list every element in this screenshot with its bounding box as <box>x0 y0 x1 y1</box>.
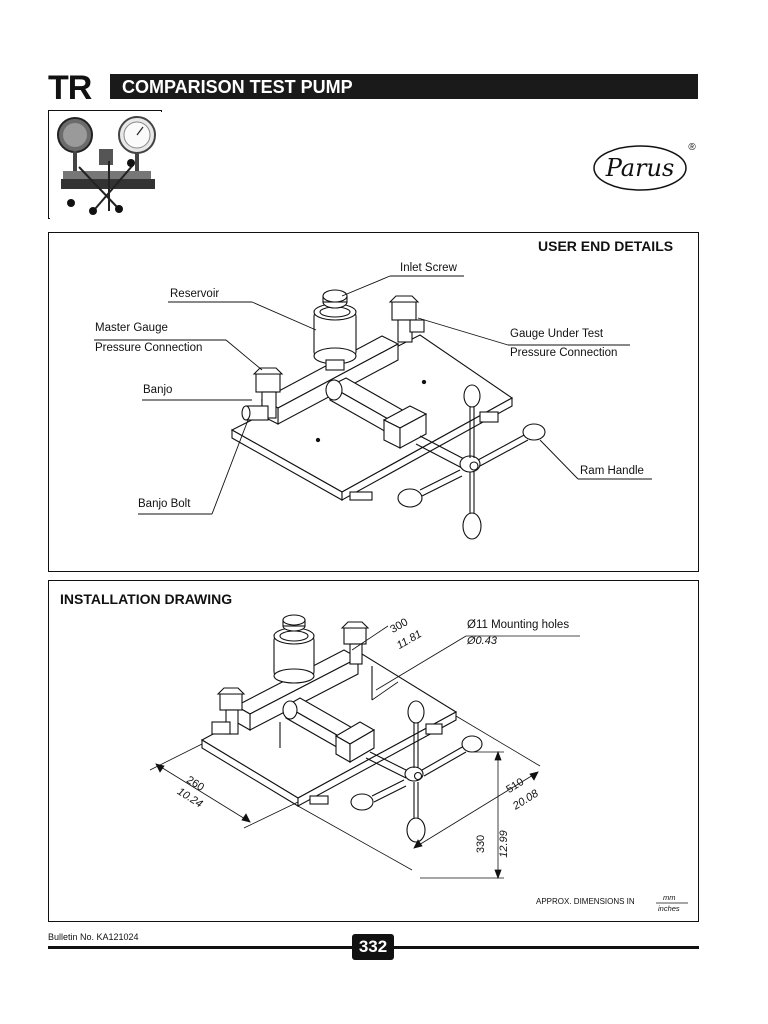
title-bar <box>110 74 698 99</box>
unit-mm: mm <box>663 893 676 902</box>
page-title: COMPARISON TEST PUMP <box>122 77 353 97</box>
label-master-gauge: Master Gauge <box>95 322 168 334</box>
user-end-details-panel <box>48 232 699 572</box>
installation-drawing-heading: INSTALLATION DRAWING <box>60 591 233 607</box>
thumbnail-illustration <box>50 112 162 219</box>
label-banjo-bolt: Banjo Bolt <box>138 498 191 510</box>
unit-inches: inches <box>658 904 680 913</box>
installation-drawing-panel <box>48 580 699 922</box>
dim-330-mm: 330 <box>475 834 488 854</box>
label-banjo: Banjo <box>143 384 173 396</box>
bulletin-number: Bulletin No. KA121024 <box>48 932 139 942</box>
approx-dimensions-note: APPROX. DIMENSIONS IN <box>536 897 635 906</box>
user-end-details-heading: USER END DETAILS <box>538 238 674 254</box>
dim-330-in: 12.99 <box>497 830 510 858</box>
product-code: TR <box>48 69 92 107</box>
svg-text:®: ® <box>688 142 696 153</box>
label-gauge-under-test: Gauge Under Test <box>510 328 604 340</box>
label-mounting-holes: Ø11 Mounting holes <box>467 619 570 631</box>
label-inlet-screw: Inlet Screw <box>400 262 457 274</box>
label-reservoir: Reservoir <box>170 288 220 300</box>
svg-text:Parus: Parus <box>605 154 675 182</box>
label-master-gauge-connection: Pressure Connection <box>95 342 203 354</box>
product-thumbnail <box>48 110 162 219</box>
label-mounting-holes-in: Ø0.43 <box>467 635 497 647</box>
brand-logo: Parus ® <box>588 138 700 194</box>
label-gauge-under-test-connection: Pressure Connection <box>510 347 618 359</box>
page-number: 332 <box>352 934 394 960</box>
label-ram-handle: Ram Handle <box>580 465 644 477</box>
